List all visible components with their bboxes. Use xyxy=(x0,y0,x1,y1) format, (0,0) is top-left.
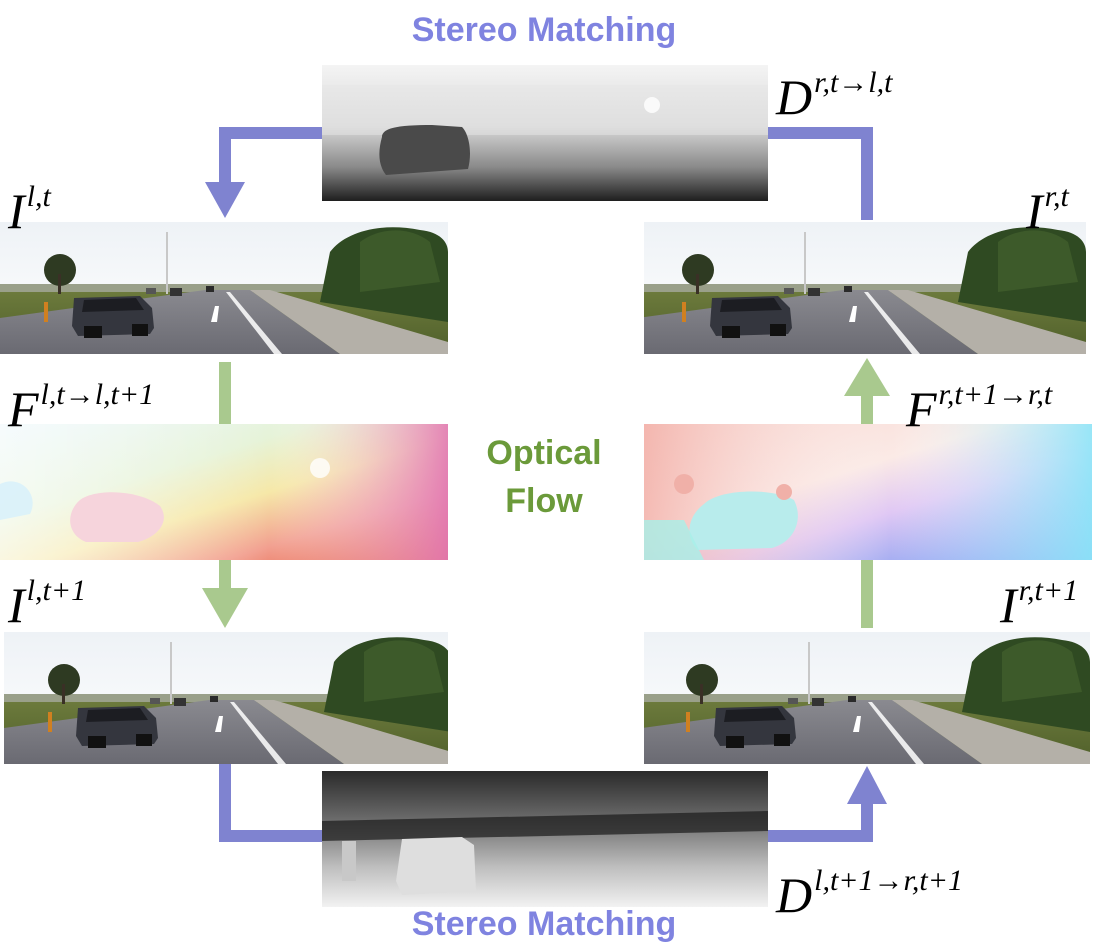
image-left-t1 xyxy=(0,628,448,764)
disparity-map-bottom xyxy=(322,771,768,907)
optical-flow-map-right xyxy=(644,424,1092,560)
label-disparity-bottom: Dl,t+1→r,t+1 xyxy=(776,864,963,923)
stereo-bottom-arrow xyxy=(768,800,873,842)
label-flow-left: Fl,t→l,t+1 xyxy=(8,378,155,437)
label-disparity-top: Dr,t→l,t xyxy=(776,66,893,125)
stereo-bottom-left-connector xyxy=(219,764,322,842)
flow-left-arrowhead xyxy=(202,588,248,628)
optical-flow-map-left xyxy=(0,424,448,560)
image-right-t xyxy=(644,222,1092,354)
optical-flow-heading-line1: Optical xyxy=(486,434,602,472)
flow-right-top-bar xyxy=(861,394,873,424)
label-I-left-t1: Il,t+1 xyxy=(8,574,87,633)
image-left-t xyxy=(0,222,448,354)
label-flow-right: Fr,t+1→r,t xyxy=(906,378,1053,437)
stereo-top-right-connector xyxy=(768,127,873,220)
stereo-bottom-arrowhead xyxy=(847,766,887,804)
label-I-left-t: Il,t xyxy=(8,180,51,239)
optical-flow-heading-line2: Flow xyxy=(505,482,583,520)
flow-right-arrowhead xyxy=(844,358,890,396)
stereo-top-arrowhead xyxy=(205,182,245,218)
stereo-matching-top-heading: Stereo Matching xyxy=(411,11,677,49)
flow-left-top-bar xyxy=(219,362,231,424)
label-I-right-t1: Ir,t+1 xyxy=(1000,574,1079,633)
disparity-map-top xyxy=(322,65,768,201)
image-right-t1 xyxy=(644,628,1092,764)
label-I-right-t: Ir,t xyxy=(1026,180,1069,239)
stereo-top-arrow xyxy=(219,127,322,186)
flow-right-bottom-bar xyxy=(861,560,873,628)
flow-left-bottom-bar xyxy=(219,560,231,590)
stereo-matching-bottom-heading: Stereo Matching xyxy=(411,905,677,943)
